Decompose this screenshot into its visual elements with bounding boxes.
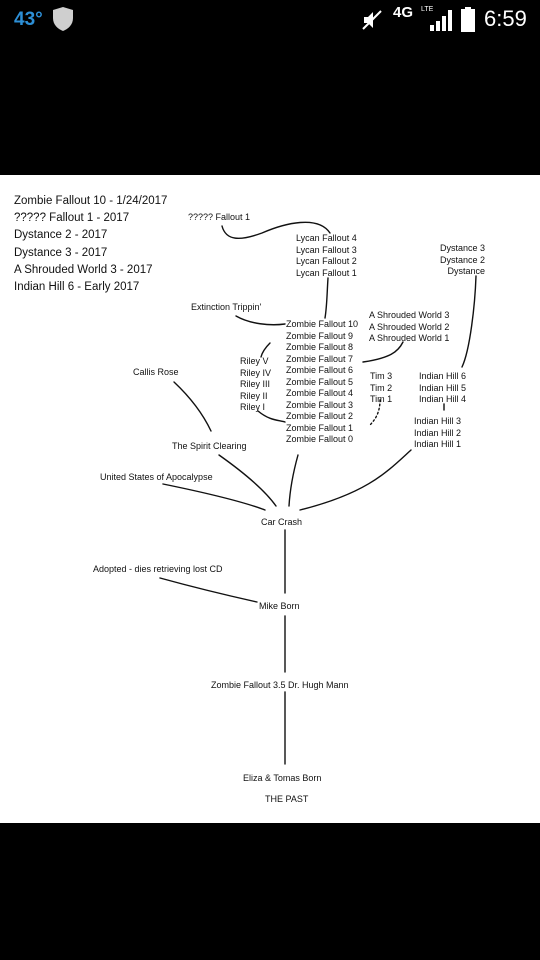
node-zombie-fallout: Zombie Fallout 5 xyxy=(286,376,354,387)
node-zombie-fallout-stack: Zombie Fallout 10 Zombie Fallout 9 Zombi… xyxy=(286,319,358,446)
connector-spirit-carcrash xyxy=(218,454,277,507)
node-eliza-tomas-born: Eliza & Tomas Born xyxy=(243,773,322,783)
node-indian-hill: Indian Hill 5 xyxy=(419,382,467,393)
node-callis-rose: Callis Rose xyxy=(133,367,179,377)
node-tim-stack: Tim 3 Tim 2 Tim 1 xyxy=(370,371,392,406)
node-shrouded: A Shrouded World 1 xyxy=(369,333,450,343)
connector-dystance-indianhill xyxy=(461,275,477,368)
node-lycan-stack: Lycan Fallout 4 Lycan Fallout 3 Lycan Fa… xyxy=(296,233,357,279)
node-dystance: Dystance 2 xyxy=(440,254,486,265)
temperature-readout: 43° xyxy=(14,9,43,30)
connector-indianhill-carcrash xyxy=(299,449,412,511)
node-tim: Tim 2 xyxy=(370,382,393,393)
connector-riley-zf8 xyxy=(260,342,271,358)
connector-adopted-mike xyxy=(159,577,258,603)
node-car-crash: Car Crash xyxy=(261,517,303,527)
node-zombie-fallout: Zombie Fallout 9 xyxy=(286,330,354,341)
legend-item: ????? Fallout 1 - 2017 xyxy=(14,212,130,225)
node-indian-hill: Indian Hill 2 xyxy=(414,427,462,438)
node-zombie-fallout: Zombie Fallout 6 xyxy=(286,365,354,375)
mute-icon xyxy=(362,10,382,30)
node-zombie-fallout: Zombie Fallout 1 xyxy=(286,422,354,433)
node-lycan: Lycan Fallout 2 xyxy=(296,256,357,266)
node-dystance: Dystance xyxy=(447,266,486,276)
legend-item: Dystance 3 - 2017 xyxy=(14,246,108,259)
network-subtype: LTE xyxy=(421,6,434,13)
connector-extinction-zf10 xyxy=(235,315,286,326)
node-riley: Riley III xyxy=(240,379,271,389)
node-indian-hill: Indian Hill 1 xyxy=(414,439,462,449)
node-unknown-fallout: ????? Fallout 1 xyxy=(188,212,251,222)
node-zombie-fallout: Zombie Fallout 4 xyxy=(286,388,354,398)
node-riley-stack: Riley V Riley IV Riley III Riley II Rile… xyxy=(240,356,271,414)
node-adopted: Adopted - dies retrieving lost CD xyxy=(93,564,223,574)
node-shrouded: A Shrouded World 2 xyxy=(369,321,450,332)
node-indian-hill-lower-stack: Indian Hill 3 Indian Hill 2 Indian Hill … xyxy=(414,416,461,451)
connector-tim-zf xyxy=(368,399,381,427)
legend-item: Zombie Fallout 10 - 1/24/2017 xyxy=(14,195,168,207)
connector-riley-zf1 xyxy=(257,410,286,423)
node-indian-hill-upper-stack: Indian Hill 6 Indian Hill 5 Indian Hill … xyxy=(419,371,466,406)
node-mike-born: Mike Born xyxy=(259,601,300,611)
node-zombie-fallout: Zombie Fallout 3 xyxy=(286,399,354,410)
node-zombie-fallout: Zombie Fallout 10 xyxy=(286,319,359,329)
node-indian-hill: Indian Hill 6 xyxy=(419,371,467,381)
node-the-past: THE PAST xyxy=(265,794,309,804)
node-riley: Riley V xyxy=(240,356,269,366)
node-riley: Riley IV xyxy=(240,367,272,378)
node-zombie-fallout: Zombie Fallout 0 xyxy=(286,434,354,444)
node-zombie-fallout: Zombie Fallout 8 xyxy=(286,342,354,352)
connector-usa-carcrash xyxy=(162,483,266,511)
connector-shrouded-zf6 xyxy=(362,341,404,363)
signal-icon xyxy=(430,10,452,31)
node-indian-hill: Indian Hill 3 xyxy=(414,416,462,426)
node-extinction-trippin: Extinction Trippin' xyxy=(191,302,262,312)
connector-lycan-zf10 xyxy=(324,277,329,319)
connector-lines xyxy=(159,221,477,765)
node-zombie-fallout-3-5: Zombie Fallout 3.5 Dr. Hugh Mann xyxy=(211,680,349,690)
node-united-states-of-apocalypse: United States of Apocalypse xyxy=(100,472,213,482)
node-tim: Tim 1 xyxy=(370,394,393,404)
legend-item: Indian Hill 6 - Early 2017 xyxy=(14,281,140,294)
family-tree-diagram: Zombie Fallout 10 - 1/24/2017 ????? Fall… xyxy=(0,175,540,823)
node-lycan: Lycan Fallout 1 xyxy=(296,267,357,278)
connector-callis-spirit xyxy=(173,381,212,432)
node-tim: Tim 3 xyxy=(370,371,393,381)
node-spirit-clearing: The Spirit Clearing xyxy=(172,441,247,451)
node-indian-hill: Indian Hill 4 xyxy=(419,394,467,404)
battery-icon xyxy=(461,7,475,32)
node-lycan: Lycan Fallout 3 xyxy=(296,244,357,255)
node-zombie-fallout: Zombie Fallout 7 xyxy=(286,353,354,364)
connector-unknown-lycan xyxy=(221,221,331,239)
node-shrouded-stack: A Shrouded World 3 A Shrouded World 2 A … xyxy=(369,310,449,345)
legend-item: A Shrouded World 3 - 2017 xyxy=(14,263,153,276)
node-dystance: Dystance 3 xyxy=(440,243,486,253)
release-legend: Zombie Fallout 10 - 1/24/2017 ????? Fall… xyxy=(14,193,167,296)
node-dystance-stack: Dystance 3 Dystance 2 Dystance xyxy=(440,243,485,278)
clock: 6:59 xyxy=(484,6,527,31)
network-type: 4G xyxy=(393,4,414,21)
legend-item: Dystance 2 - 2017 xyxy=(14,229,108,242)
node-shrouded: A Shrouded World 3 xyxy=(369,310,450,320)
connector-zf0-carcrash xyxy=(288,454,299,507)
node-lycan: Lycan Fallout 4 xyxy=(296,233,357,243)
node-zombie-fallout: Zombie Fallout 2 xyxy=(286,411,354,421)
status-bar: 43° 4G LTE 6:59 xyxy=(0,0,540,40)
node-riley: Riley I xyxy=(240,402,266,412)
shield-icon xyxy=(53,7,73,31)
node-riley: Riley II xyxy=(240,390,268,401)
